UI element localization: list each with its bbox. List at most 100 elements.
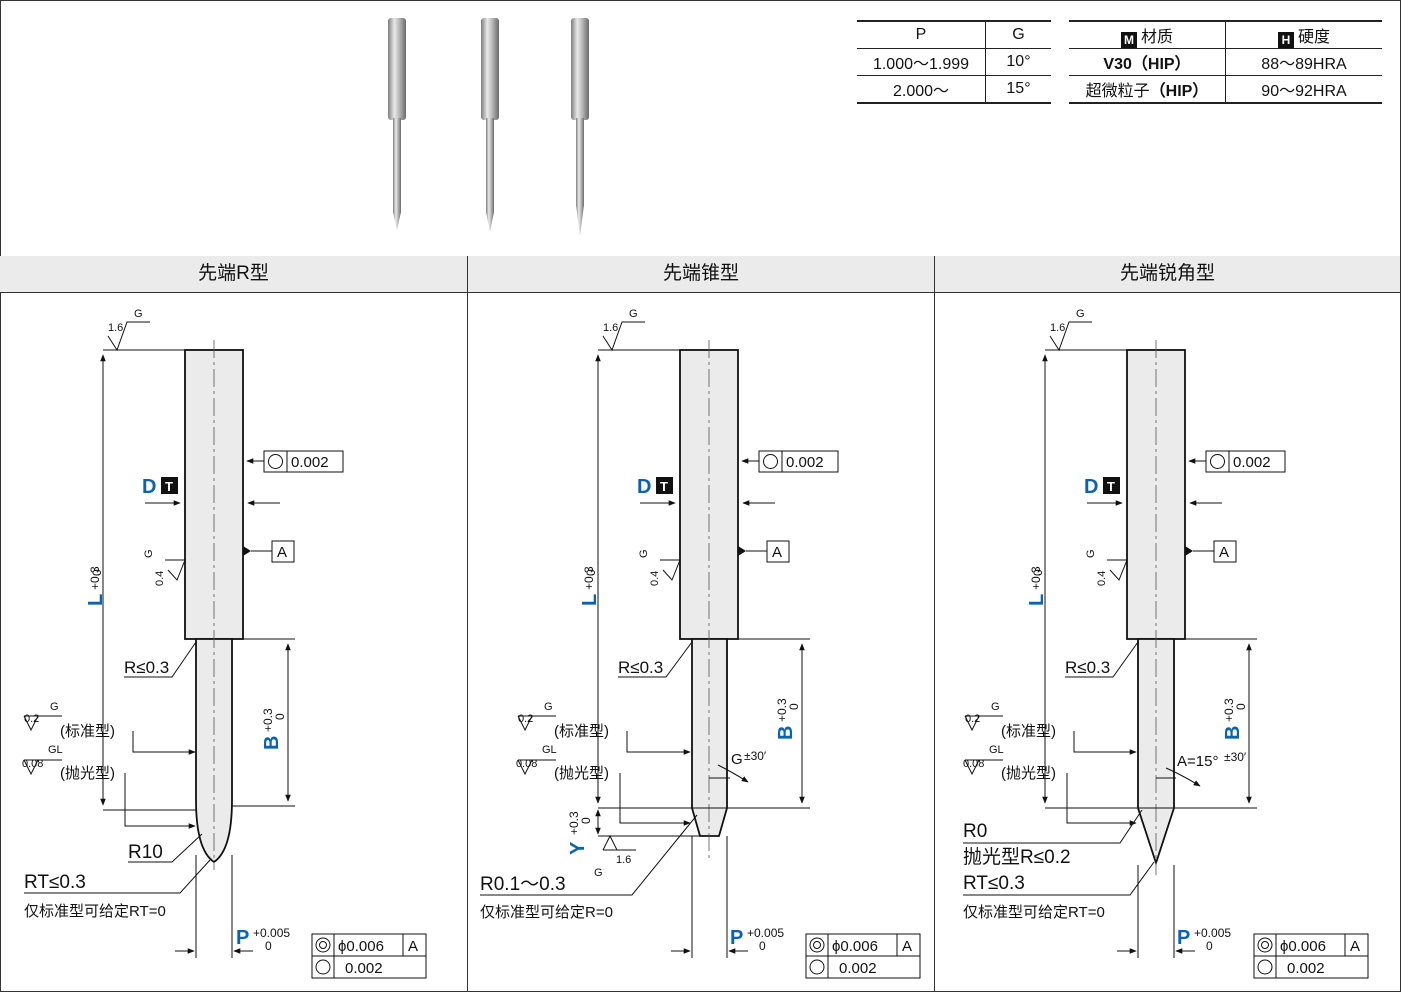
material-badge: M bbox=[1120, 31, 1137, 48]
std-label: (标准型) bbox=[554, 723, 609, 740]
ra-16: 1.6 bbox=[108, 322, 123, 334]
sharp-angle-tol: ±30′ bbox=[1224, 750, 1247, 764]
tol-b-upper: +0.3 bbox=[261, 708, 275, 732]
datum-a: A bbox=[772, 544, 782, 561]
angle-table: P G 1.000〜1.999 10° 2.000〜 15° bbox=[857, 20, 1051, 104]
cell: 2.000〜 bbox=[857, 75, 986, 104]
label-p: P bbox=[236, 927, 249, 949]
label-b: B bbox=[261, 736, 283, 750]
rt-note: 仅标准型可给定RT=0 bbox=[24, 903, 166, 920]
ra-g-02: G bbox=[50, 701, 59, 713]
ra-008: 0.08 bbox=[516, 758, 537, 770]
tol-l-lower: 0 bbox=[584, 569, 598, 576]
tol-b-lower: 0 bbox=[273, 713, 287, 720]
shoulder-r: R≤0.3 bbox=[124, 658, 169, 677]
col-p: P bbox=[857, 20, 986, 49]
label-t: T bbox=[1107, 479, 1115, 494]
runout-value: ϕ0.006 bbox=[832, 938, 878, 955]
cell: 1.000〜1.999 bbox=[857, 48, 986, 76]
rt-label: RT≤0.3 bbox=[963, 873, 1025, 894]
ra-gl: GL bbox=[989, 744, 1004, 756]
hardness-header-text: 硬度 bbox=[1297, 28, 1330, 46]
tol-l-upper: +0.3 bbox=[582, 566, 596, 590]
drawing-sharp-type: L +0.3 0 1.6 G B +0.3 0 D T 0.002 A 0.4 … bbox=[963, 308, 1369, 979]
pol-label: (抛光型) bbox=[554, 765, 609, 782]
ra-g-02: G bbox=[991, 701, 1000, 713]
ra-008: 0.08 bbox=[22, 758, 43, 770]
material-grade: V30 bbox=[1103, 56, 1132, 73]
hardness-badge: H bbox=[1277, 31, 1294, 48]
ra-16: 1.6 bbox=[1050, 322, 1065, 334]
tip-r-note: 仅标准型可给定R=0 bbox=[480, 904, 613, 921]
label-y: Y bbox=[567, 841, 589, 855]
panel-title-taper: 先端锥型 bbox=[468, 256, 934, 293]
ra-g-y: G bbox=[594, 867, 603, 879]
pin-photo-taper bbox=[481, 18, 499, 232]
label-d: D bbox=[142, 476, 156, 498]
roundness-value: 0.002 bbox=[345, 960, 383, 977]
material-cell: 超微粒子（HIP） bbox=[1069, 75, 1226, 104]
runout-value: ϕ0.006 bbox=[338, 938, 384, 955]
ra-g-04: G bbox=[638, 549, 650, 558]
polished-r-label: 抛光型R≤0.2 bbox=[963, 846, 1071, 868]
ra-04: 0.4 bbox=[154, 571, 166, 586]
tol-b-lower: 0 bbox=[1234, 703, 1248, 710]
ra-04: 0.4 bbox=[649, 571, 661, 586]
pol-label: (抛光型) bbox=[60, 765, 115, 782]
ra-02: 0.2 bbox=[24, 713, 39, 725]
ra-16: 1.6 bbox=[603, 322, 618, 334]
taper-angle-tol: ±30′ bbox=[744, 749, 767, 763]
ra-008: 0.08 bbox=[963, 758, 984, 770]
roundness-value: 0.002 bbox=[839, 960, 877, 977]
ra-g: G bbox=[134, 308, 143, 320]
tol-p-upper: +0.005 bbox=[1194, 926, 1231, 940]
label-p: P bbox=[730, 927, 743, 949]
coaxiality-value: 0.002 bbox=[786, 454, 824, 471]
std-label: (标准型) bbox=[60, 723, 115, 740]
tol-l-upper: +0.3 bbox=[88, 566, 102, 590]
ra-g: G bbox=[1076, 308, 1085, 320]
r10-label: R10 bbox=[128, 842, 163, 863]
panel-divider bbox=[934, 256, 935, 991]
material-hip: （HIP） bbox=[1149, 83, 1209, 100]
material-prefix: 超微粒子 bbox=[1085, 83, 1150, 100]
label-b: B bbox=[1222, 726, 1244, 740]
panel-title-r: 先端R型 bbox=[0, 256, 467, 293]
tol-l-lower: 0 bbox=[1031, 569, 1045, 576]
datum-a: A bbox=[277, 544, 287, 561]
tip-r-label: R0.1〜0.3 bbox=[480, 874, 566, 895]
tol-b-lower: 0 bbox=[787, 703, 801, 710]
ra-g-04: G bbox=[143, 549, 155, 558]
pin-photo-r bbox=[388, 18, 406, 230]
tol-p-upper: +0.005 bbox=[253, 926, 290, 940]
runout-value: ϕ0.006 bbox=[1280, 938, 1326, 955]
pol-label: (抛光型) bbox=[1001, 765, 1056, 782]
hardness-cell: 88〜89HRA bbox=[1225, 48, 1382, 76]
label-b: B bbox=[775, 726, 797, 740]
roundness-value: 0.002 bbox=[1287, 960, 1325, 977]
tol-l-upper: +0.3 bbox=[1029, 566, 1043, 590]
shoulder-r: R≤0.3 bbox=[618, 658, 663, 677]
shoulder-r: R≤0.3 bbox=[1065, 658, 1110, 677]
label-t: T bbox=[165, 479, 173, 494]
label-l: L bbox=[1026, 594, 1048, 606]
panel-title-sharp: 先端锐角型 bbox=[935, 256, 1400, 293]
tol-p-lower: 0 bbox=[1206, 939, 1213, 953]
tol-l-lower: 0 bbox=[90, 569, 104, 576]
panel-divider bbox=[467, 256, 468, 991]
runout-datum: A bbox=[1350, 938, 1360, 955]
cell: 15° bbox=[985, 75, 1051, 104]
std-label: (标准型) bbox=[1001, 723, 1056, 740]
ra-gl: GL bbox=[542, 744, 557, 756]
pin-tip bbox=[691, 638, 728, 837]
coaxiality-value: 0.002 bbox=[1233, 454, 1271, 471]
label-d: D bbox=[1084, 476, 1098, 498]
label-l: L bbox=[85, 594, 107, 606]
ra-02: 0.2 bbox=[518, 713, 533, 725]
coaxiality-value: 0.002 bbox=[291, 454, 329, 471]
